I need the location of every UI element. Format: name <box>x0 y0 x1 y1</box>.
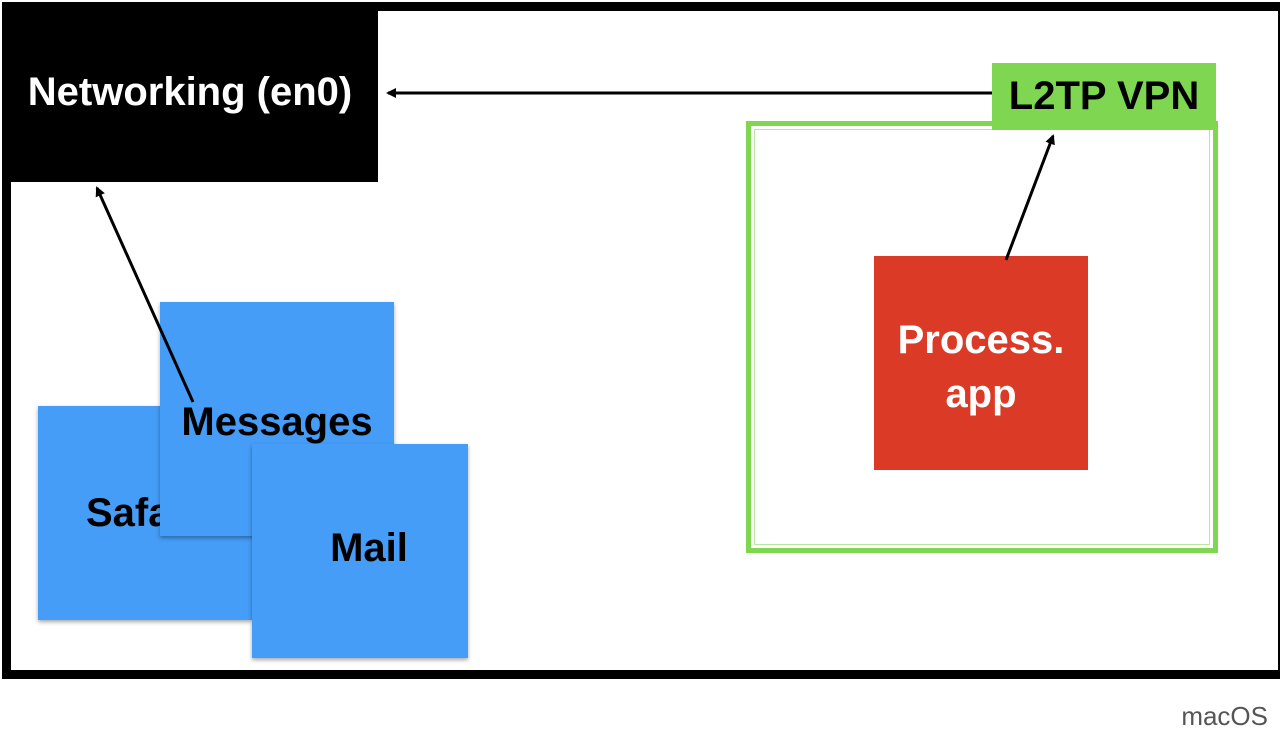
networking-label: Networking (en0) <box>27 69 353 114</box>
mail-node: Mail <box>252 444 468 658</box>
process-node: Process. app <box>874 256 1088 470</box>
networking-node: Networking (en0) <box>2 2 378 182</box>
process-label-line2: app <box>945 372 1017 416</box>
vpn-label: L2TP VPN <box>1008 74 1200 118</box>
process-label-line1: Process. <box>897 318 1065 362</box>
messages-label: Messages <box>181 400 373 444</box>
vpn-sandbox-frame <box>746 121 1218 553</box>
mail-label: Mail <box>330 525 408 570</box>
os-label: macOS <box>1181 701 1268 731</box>
vpn-node: L2TP VPN <box>992 63 1216 130</box>
process-label: Process. app <box>898 313 1065 421</box>
